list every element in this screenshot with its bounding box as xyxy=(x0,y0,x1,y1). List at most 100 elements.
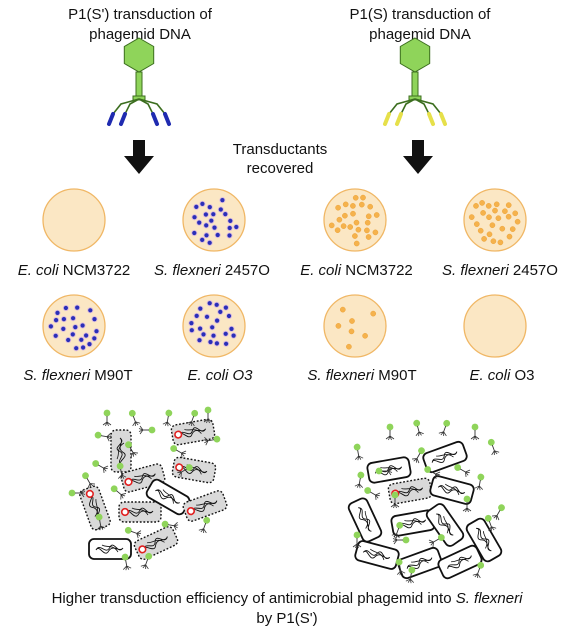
colony xyxy=(350,203,356,209)
phage-leg-icon xyxy=(203,436,209,446)
chromosome xyxy=(445,483,460,496)
phage-head-icon xyxy=(128,409,136,417)
colony xyxy=(94,329,99,334)
bacterial-cell xyxy=(465,517,503,563)
phage-tail-icon xyxy=(132,415,136,422)
chromosome xyxy=(401,488,419,493)
small-phage-icon xyxy=(491,504,505,521)
colony xyxy=(210,325,215,330)
chromosome xyxy=(406,557,433,569)
agar-plate xyxy=(323,294,387,358)
agar-plate xyxy=(42,188,106,252)
small-phage-icon xyxy=(413,419,424,437)
small-phage-icon xyxy=(116,462,127,480)
small-phage-icon xyxy=(354,471,365,489)
chromosome xyxy=(95,544,124,554)
phage-tail-icon xyxy=(116,490,122,495)
colony xyxy=(481,236,487,242)
small-phage-icon xyxy=(198,516,211,534)
phage-head-icon xyxy=(124,526,132,534)
small-phage-icon xyxy=(353,443,364,461)
phage-leg-icon xyxy=(411,458,420,464)
small-phage-icon xyxy=(140,552,153,570)
chromosome xyxy=(147,539,165,544)
small-phage-icon xyxy=(121,553,132,571)
colony xyxy=(335,204,341,211)
chromosome xyxy=(143,536,168,550)
bacterial-cell xyxy=(133,526,179,560)
phage-tail-icon xyxy=(181,468,187,473)
small-phage-icon xyxy=(125,441,139,458)
phage-head-icon xyxy=(443,419,451,427)
phage-head-icon xyxy=(185,464,193,471)
phage-tail-icon xyxy=(120,468,123,476)
colony xyxy=(207,205,212,210)
small-phage-icon xyxy=(392,535,410,545)
phage-pls-icon xyxy=(107,37,171,126)
phage-tail-icon xyxy=(496,510,501,516)
colony xyxy=(204,223,209,228)
phage-fiber-icon xyxy=(439,112,447,126)
phage-tail-icon xyxy=(411,71,419,99)
phage-head-icon xyxy=(399,37,431,73)
phage-head-icon xyxy=(125,441,132,449)
colony xyxy=(197,338,202,343)
colony xyxy=(362,332,368,339)
phage-fiber-icon xyxy=(427,112,435,126)
chromosome xyxy=(431,451,458,463)
phage-fiber-icon xyxy=(163,112,171,126)
chromosome xyxy=(116,437,126,466)
phage-leg-icon xyxy=(470,435,480,441)
plate-label: S. flexneri 2457O xyxy=(442,262,558,279)
phage-head-icon xyxy=(357,471,365,479)
colony xyxy=(198,326,203,331)
colony xyxy=(87,342,92,347)
chromosome xyxy=(191,500,218,512)
bacterial-cell xyxy=(170,418,216,446)
phage-leg-icon xyxy=(138,425,144,435)
plate-label: E. coli O3 xyxy=(469,367,535,384)
colony xyxy=(480,210,486,216)
colony xyxy=(335,323,342,329)
phage-leg-icon xyxy=(106,432,112,442)
colony xyxy=(355,226,362,233)
chromosome xyxy=(380,467,398,472)
phage-tail-icon xyxy=(191,415,195,422)
small-phage-icon xyxy=(186,409,199,427)
colony xyxy=(208,339,213,345)
phage-head-icon xyxy=(165,409,173,417)
colony xyxy=(200,201,205,206)
phage-head-icon xyxy=(148,426,156,434)
colony xyxy=(352,194,359,201)
colony xyxy=(73,325,78,330)
phage-leg-icon xyxy=(117,474,127,480)
small-phage-icon xyxy=(82,472,96,489)
phage-head-icon xyxy=(161,520,169,528)
chromosome xyxy=(483,531,488,549)
small-phage-icon xyxy=(474,473,485,491)
phage-head-icon xyxy=(487,438,495,446)
phage-leg-icon xyxy=(396,570,406,576)
colony xyxy=(215,318,220,323)
small-phage-icon xyxy=(176,464,193,478)
bacterial-cell xyxy=(118,501,162,523)
phage-baseplate-icon xyxy=(408,95,422,101)
colony xyxy=(346,343,352,350)
petri-dish xyxy=(182,188,246,252)
phage-leg-icon xyxy=(96,525,106,531)
phagemid-marker xyxy=(138,545,147,554)
colony xyxy=(364,219,371,226)
phage-leg-icon xyxy=(198,528,207,534)
phage-head-icon xyxy=(116,462,124,470)
phage-leg-icon xyxy=(488,526,497,532)
phagemid-marker xyxy=(85,489,94,499)
phage-leg-icon xyxy=(136,530,142,539)
phage-head-icon xyxy=(402,536,410,544)
phage-head-icon xyxy=(121,553,129,561)
chromosome xyxy=(404,520,422,525)
small-phage-icon xyxy=(110,485,127,500)
petri-dish xyxy=(182,294,246,358)
colony xyxy=(81,345,86,350)
phage-leg-icon xyxy=(186,421,195,427)
